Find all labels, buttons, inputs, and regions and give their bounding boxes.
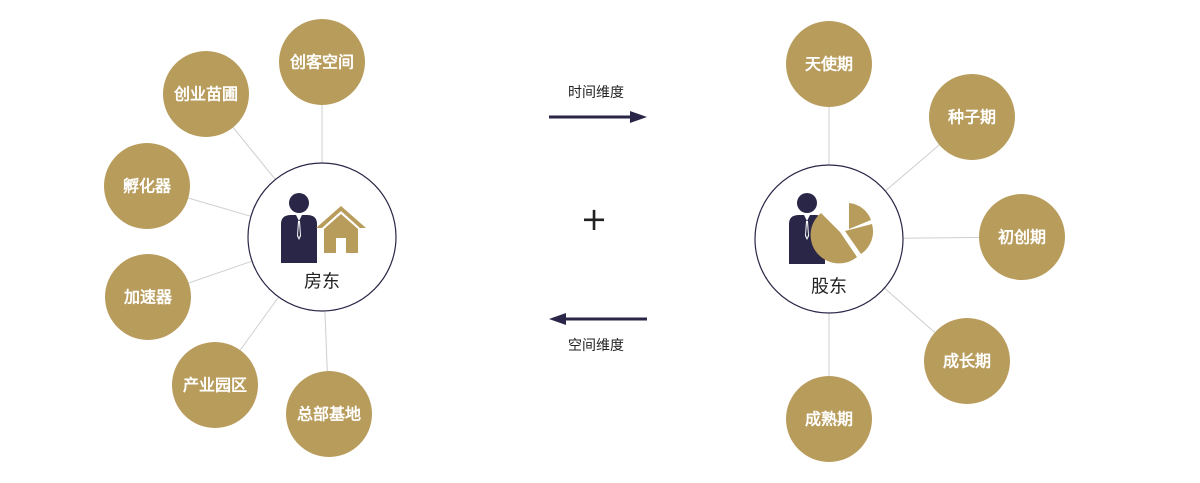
hub-circle: [247, 162, 397, 312]
satellite-label: 孵化器: [123, 177, 172, 196]
satellite-node: 种子期: [929, 74, 1015, 160]
satellite-label: 天使期: [805, 55, 853, 74]
satellite-label: 产业园区: [183, 376, 247, 395]
person-icon: [281, 193, 317, 263]
house-icon: [316, 206, 366, 253]
satellite-node: 成熟期: [786, 376, 872, 462]
center-group: 时间维度 + 空间维度: [549, 85, 647, 354]
satellite-label: 成熟期: [805, 410, 853, 429]
right-hub-label: 股东: [811, 277, 847, 298]
right-hub: 股东: [754, 164, 904, 314]
satellite-node: 孵化器: [104, 143, 190, 229]
left-arrow-icon: [549, 313, 647, 325]
pie-chart-icon: [810, 203, 874, 264]
plus-sign: +: [581, 200, 608, 238]
left-hub-label: 房东: [304, 272, 340, 293]
satellite-node: 总部基地: [286, 371, 372, 457]
left-hub: 房东: [247, 162, 397, 312]
satellite-label: 总部基地: [297, 405, 361, 424]
space-dimension-label: 空间维度: [568, 338, 624, 354]
satellite-label: 成长期: [943, 352, 991, 371]
satellite-node: 天使期: [786, 21, 872, 107]
satellite-label: 加速器: [123, 288, 173, 307]
satellite-label: 创客空间: [289, 53, 354, 72]
time-dimension-label: 时间维度: [568, 85, 624, 101]
satellite-node: 初创期: [979, 194, 1065, 280]
left-satellites: 创客空间 创业苗圃 孵化器 加速器 产业园区 总部基地: [104, 19, 372, 457]
satellite-node: 成长期: [924, 318, 1010, 404]
satellite-label: 种子期: [947, 108, 996, 127]
satellite-label: 创业苗圃: [173, 85, 238, 104]
right-arrow-icon: [549, 111, 647, 123]
satellite-label: 初创期: [998, 228, 1046, 247]
satellite-node: 产业园区: [172, 342, 258, 428]
satellite-node: 创客空间: [279, 19, 365, 105]
satellite-node: 创业苗圃: [163, 51, 249, 137]
satellite-node: 加速器: [105, 254, 191, 340]
right-satellites: 天使期 种子期 初创期 成长期 成熟期: [786, 21, 1065, 462]
